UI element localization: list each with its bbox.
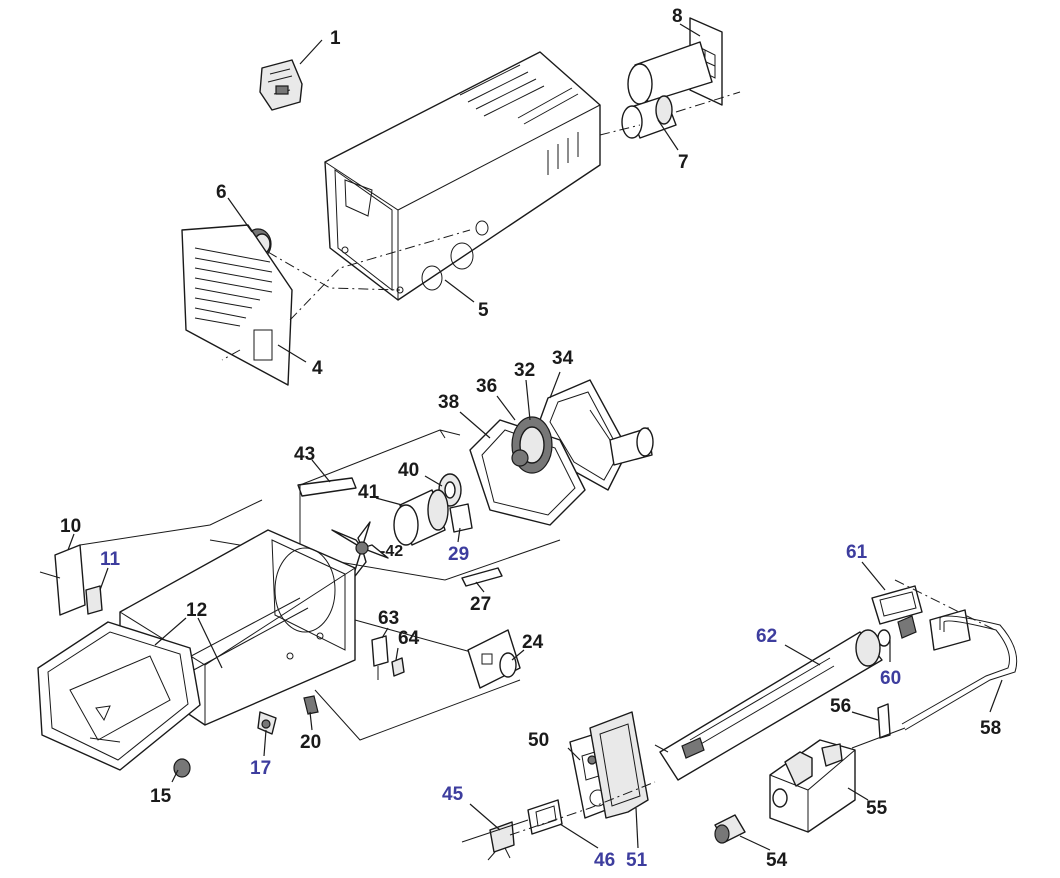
part-1-switch [259, 59, 303, 111]
part-60-orifice [877, 615, 917, 647]
part-45-electrode [461, 819, 529, 861]
label-part-29: 29 [448, 544, 469, 565]
part-8-flue-assembly [627, 17, 723, 106]
part-4-access-door [181, 224, 293, 386]
label-part-10: 10 [60, 516, 81, 537]
part-5-outer-housing [324, 51, 601, 301]
label-part-17: 17 [250, 758, 271, 779]
label-part-38: 38 [438, 392, 459, 413]
part-24-control-board [467, 629, 521, 689]
part-17-clip [257, 711, 277, 735]
part-36-32-wheel [511, 416, 553, 474]
part-42-fan [331, 521, 389, 581]
label-part-60: 60 [880, 668, 901, 689]
label-part-11: 11 [100, 549, 121, 570]
part-54-fitting [714, 814, 746, 844]
part-11-sensor [85, 585, 103, 615]
part-34-rear-plate [539, 379, 654, 491]
label-part-7: 7 [678, 152, 689, 173]
part-64-terminal [391, 657, 405, 677]
label-part-43: 43 [294, 444, 315, 465]
label-part-15: 15 [150, 786, 172, 807]
part-58-gas-tube [901, 609, 1018, 731]
label-part-1: 1 [330, 28, 341, 49]
label-part-54: 54 [766, 850, 788, 871]
label-part-51: 51 [626, 850, 648, 871]
label-part-36: 36 [476, 376, 497, 397]
part-20-screw [303, 695, 319, 715]
part-labels: 1 4 5 6 7 8 10 11 12 15 17 20 24 27 29 3… [60, 6, 1001, 871]
label-part-34: 34 [552, 348, 574, 369]
label-part-24: 24 [522, 632, 544, 653]
label-part-62: 62 [756, 626, 777, 647]
label-part-20: 20 [300, 732, 321, 753]
label-part-61: 61 [846, 542, 868, 563]
label-part-40: 40 [398, 460, 419, 481]
label-part-4: 4 [312, 358, 323, 379]
label-part-27: 27 [470, 594, 491, 615]
part-46-gasket [527, 799, 563, 835]
label-part-45: 45 [442, 784, 464, 805]
label-part-6: 6 [216, 182, 227, 203]
label-part-5: 5 [478, 300, 489, 321]
part-63-switch [371, 635, 389, 680]
part-7-exhaust-tube [621, 95, 677, 139]
label-part-64: 64 [398, 628, 420, 649]
part-10-bracket [39, 544, 86, 616]
label-part-32: 32 [514, 360, 535, 381]
part-43-mounting-plate [297, 477, 357, 497]
front-heat-exchanger [37, 621, 201, 771]
label-part-41: 41 [358, 482, 380, 503]
leader-lines [67, 23, 1003, 851]
part-61-gasket [871, 585, 923, 625]
part-29-bracket [449, 503, 473, 533]
part-51-gasket [589, 711, 649, 819]
label-part-55: 55 [866, 798, 888, 819]
label-part-46: 46 [594, 850, 615, 871]
part-41-motor [393, 489, 449, 546]
part-56-bracket [851, 703, 906, 749]
label-part-50: 50 [528, 730, 549, 751]
label-part-8: 8 [672, 6, 683, 27]
label-part-58: 58 [980, 718, 1001, 739]
part-62-burner-tube [654, 629, 883, 781]
part-15-grommet [173, 758, 191, 778]
label-part-42: -42 [380, 543, 403, 560]
label-part-63: 63 [378, 608, 399, 629]
part-55-gas-valve [769, 739, 856, 833]
label-part-56: 56 [830, 696, 851, 717]
part-27-strip [461, 567, 503, 587]
label-part-12: 12 [186, 600, 207, 621]
